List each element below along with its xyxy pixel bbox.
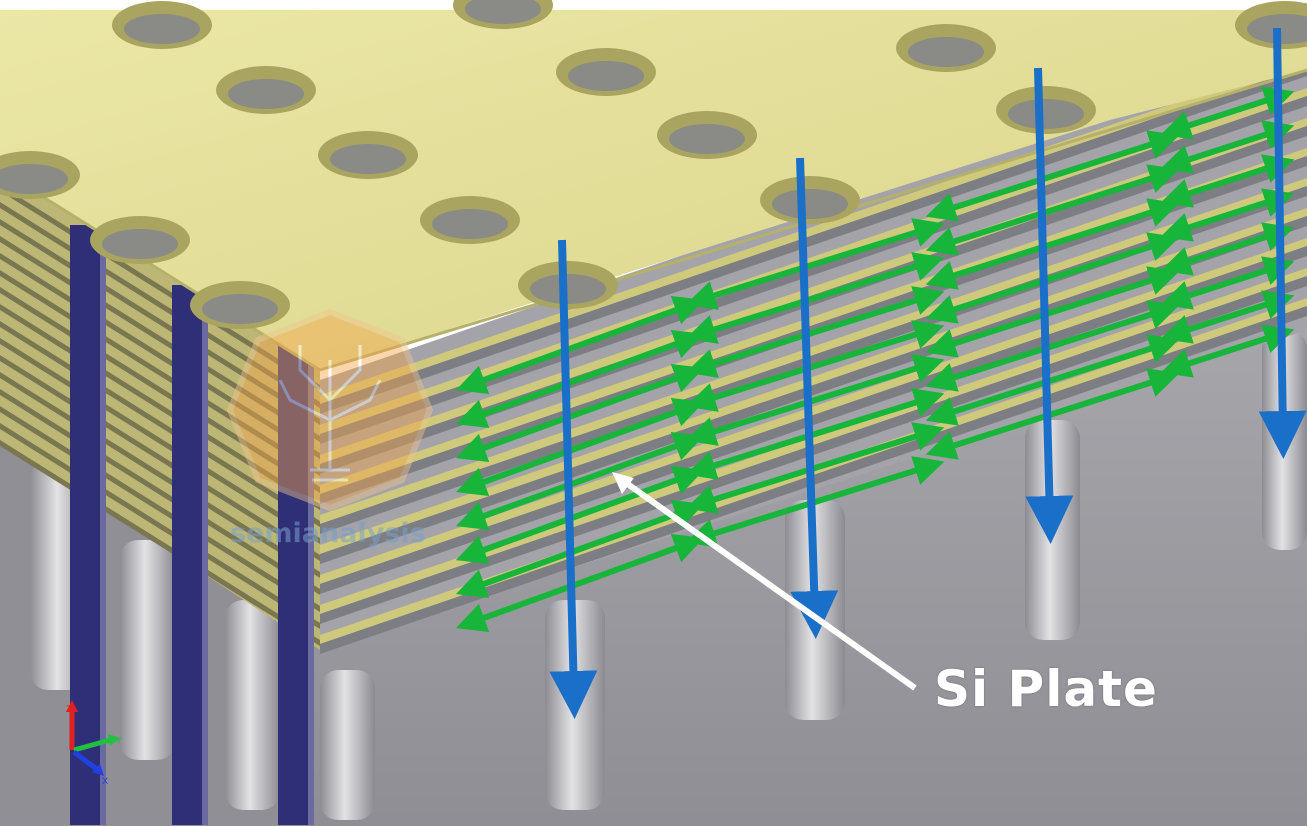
via-liner: [172, 285, 202, 825]
via-hole-interior: [669, 124, 745, 154]
via-hole-interior: [432, 209, 508, 239]
via-hole-interior: [330, 144, 406, 174]
x-axis: [72, 750, 100, 772]
si-plate-label: Si Plate: [934, 660, 1158, 718]
lateral-flow-arrow: [1160, 324, 1295, 378]
lateral-flow-arrow: [925, 368, 1180, 460]
left-cut-face: [0, 170, 320, 825]
axis-triad: Z Y X: [66, 700, 122, 787]
via-hole-interior: [530, 274, 606, 304]
x-axis-label: X: [102, 777, 108, 787]
vertical-flow-arrow: [1258, 27, 1307, 459]
via-hole-interior: [102, 229, 178, 259]
watermark-text: semianalysis: [230, 518, 426, 549]
top-plate: [0, 0, 1307, 372]
via-hole-interior: [124, 14, 200, 44]
vertical-flow-arrows: [549, 27, 1307, 719]
pillar: [120, 540, 175, 760]
via-hole-interior: [908, 37, 984, 67]
vertical-flow-arrow: [790, 157, 839, 639]
pillar: [1025, 420, 1080, 640]
via-hole-interior: [772, 189, 848, 219]
via-liner: [278, 345, 308, 825]
pillar: [320, 670, 375, 820]
via-hole-interior: [1008, 99, 1084, 129]
callout-line: [620, 477, 917, 691]
y-axis-label: Y: [115, 737, 122, 747]
lateral-flow-arrows: [455, 86, 1295, 632]
via-liner: [70, 225, 100, 825]
via-hole-interior: [568, 61, 644, 91]
y-axis: [73, 737, 111, 753]
pillar: [225, 600, 280, 810]
via-hole-interior: [0, 164, 68, 194]
z-axis-label: Z: [66, 705, 72, 715]
lateral-flow-arrow: [455, 534, 705, 632]
watermark-logo: [226, 308, 434, 512]
via-hole-interior: [465, 0, 541, 24]
callout-arrowhead: [612, 472, 634, 494]
vertical-flow-arrow: [549, 239, 598, 719]
via-hole-interior: [228, 79, 304, 109]
via-hole-interior: [202, 294, 278, 324]
vertical-flow-arrow: [1025, 67, 1074, 544]
